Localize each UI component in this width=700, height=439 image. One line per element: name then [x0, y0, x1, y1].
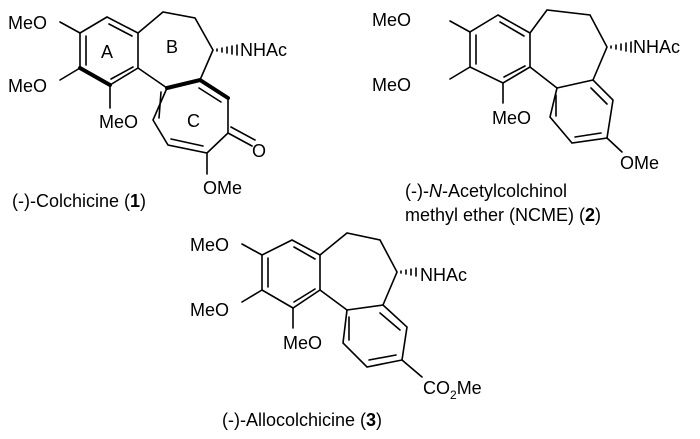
ome-label: OMe [620, 153, 659, 173]
compound-1-name: (-)-Colchicine (1) [12, 191, 146, 211]
ring-c-label: C [187, 111, 200, 131]
meo-low-label: MeO [283, 333, 322, 353]
nhac-label: NHAc [240, 40, 287, 60]
ncme-structure: MeO MeO MeO NHAc OMe (-)-N-Acetylcolchin… [372, 9, 680, 225]
meo-top-label: MeO [190, 235, 229, 255]
substituent-bonds [59, 21, 111, 109]
ring-b-label: B [166, 37, 178, 57]
ome-label: OMe [203, 178, 242, 198]
colchicine-structure: MeO MeO MeO NHAc O OMe A B C (-)-Colchic… [8, 11, 287, 211]
meo-mid-label: MeO [372, 75, 411, 95]
nhac-label: NHAc [633, 37, 680, 57]
ring-a-label: A [101, 42, 113, 62]
ring-a-bonds [78, 16, 139, 87]
allocolchicine-structure: MeO MeO MeO NHAc CO2Me (-)-Allocolchicin… [190, 232, 482, 430]
hashed-wedge [216, 44, 238, 56]
meo-mid-label: MeO [190, 300, 229, 320]
compound-2-name-line1: (-)-N-Acetylcolchinol [405, 181, 567, 201]
ester-label: CO2Me [423, 378, 482, 402]
meo-top-label: MeO [8, 13, 47, 33]
carbonyl-o-label: O [252, 141, 266, 161]
meo-mid-label: MeO [8, 76, 47, 96]
nhac-label: NHAc [420, 265, 467, 285]
compound-2-name-line2: methyl ether (NCME) (2) [405, 205, 601, 225]
meo-low-label: MeO [99, 112, 138, 132]
ring-c-bonds [152, 77, 256, 175]
compound-3-name: (-)-Allocolchicine (3) [222, 410, 382, 430]
ring-b-bonds [137, 11, 214, 89]
meo-top-label: MeO [372, 10, 411, 30]
meo-low-label: MeO [492, 108, 531, 128]
